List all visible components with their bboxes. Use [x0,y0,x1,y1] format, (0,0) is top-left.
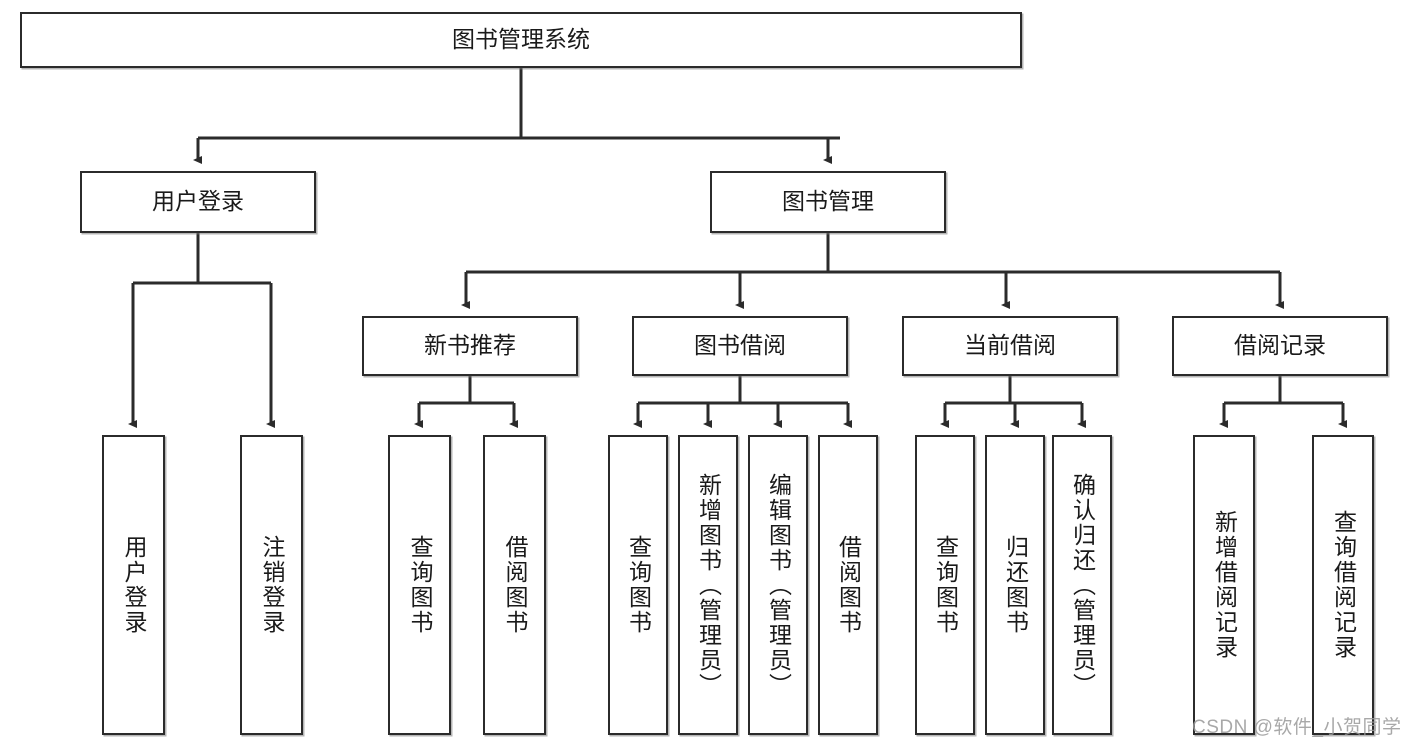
node-user-login[interactable]: 用户登录 [80,171,316,233]
node-borrow-record-label: 借阅记录 [1234,332,1326,359]
node-leaf-add-book-label: 新增图书（管理员） [695,472,722,698]
node-leaf-add-record-label: 新增借阅记录 [1211,510,1238,660]
node-root[interactable]: 图书管理系统 [20,12,1022,68]
node-leaf-user-login[interactable]: 用户登录 [102,435,165,735]
node-leaf-confirm-return-label: 确认归还（管理员） [1069,472,1096,698]
node-leaf-return-book[interactable]: 归还图书 [985,435,1045,735]
node-book-borrow-label: 图书借阅 [694,332,786,359]
node-leaf-query-book-1-label: 查询图书 [407,535,433,635]
node-leaf-query-book-2[interactable]: 查询图书 [608,435,668,735]
node-leaf-borrow-book-2-label: 借阅图书 [835,535,862,635]
node-leaf-user-login-label: 用户登录 [121,535,147,635]
node-leaf-confirm-return[interactable]: 确认归还（管理员） [1052,435,1112,735]
node-leaf-user-logout[interactable]: 注销登录 [240,435,303,735]
node-leaf-edit-book-label: 编辑图书（管理员） [765,472,792,698]
node-leaf-query-book-3[interactable]: 查询图书 [915,435,975,735]
node-leaf-query-book-1[interactable]: 查询图书 [388,435,451,735]
node-new-book-recommend-label: 新书推荐 [424,332,516,359]
node-user-login-label: 用户登录 [152,188,244,215]
node-current-borrow[interactable]: 当前借阅 [902,316,1118,376]
node-new-book-recommend[interactable]: 新书推荐 [362,316,578,376]
node-leaf-query-book-3-label: 查询图书 [932,535,959,635]
node-leaf-add-book[interactable]: 新增图书（管理员） [678,435,738,735]
node-leaf-query-record[interactable]: 查询借阅记录 [1312,435,1374,735]
node-current-borrow-label: 当前借阅 [964,332,1056,359]
node-leaf-edit-book[interactable]: 编辑图书（管理员） [748,435,808,735]
node-root-label: 图书管理系统 [452,26,590,53]
node-borrow-record[interactable]: 借阅记录 [1172,316,1388,376]
node-leaf-add-record[interactable]: 新增借阅记录 [1193,435,1255,735]
node-book-borrow[interactable]: 图书借阅 [632,316,848,376]
node-leaf-return-book-label: 归还图书 [1002,535,1029,635]
node-leaf-borrow-book-1-label: 借阅图书 [502,535,528,635]
node-book-manage[interactable]: 图书管理 [710,171,946,233]
node-leaf-query-book-2-label: 查询图书 [625,535,652,635]
node-leaf-borrow-book-2[interactable]: 借阅图书 [818,435,878,735]
node-book-manage-label: 图书管理 [782,188,874,215]
csdn-watermark: CSDN @软件_小贺同学 [1192,717,1402,738]
node-leaf-borrow-book-1[interactable]: 借阅图书 [483,435,546,735]
node-leaf-user-logout-label: 注销登录 [259,535,285,635]
node-leaf-query-record-label: 查询借阅记录 [1330,510,1357,660]
